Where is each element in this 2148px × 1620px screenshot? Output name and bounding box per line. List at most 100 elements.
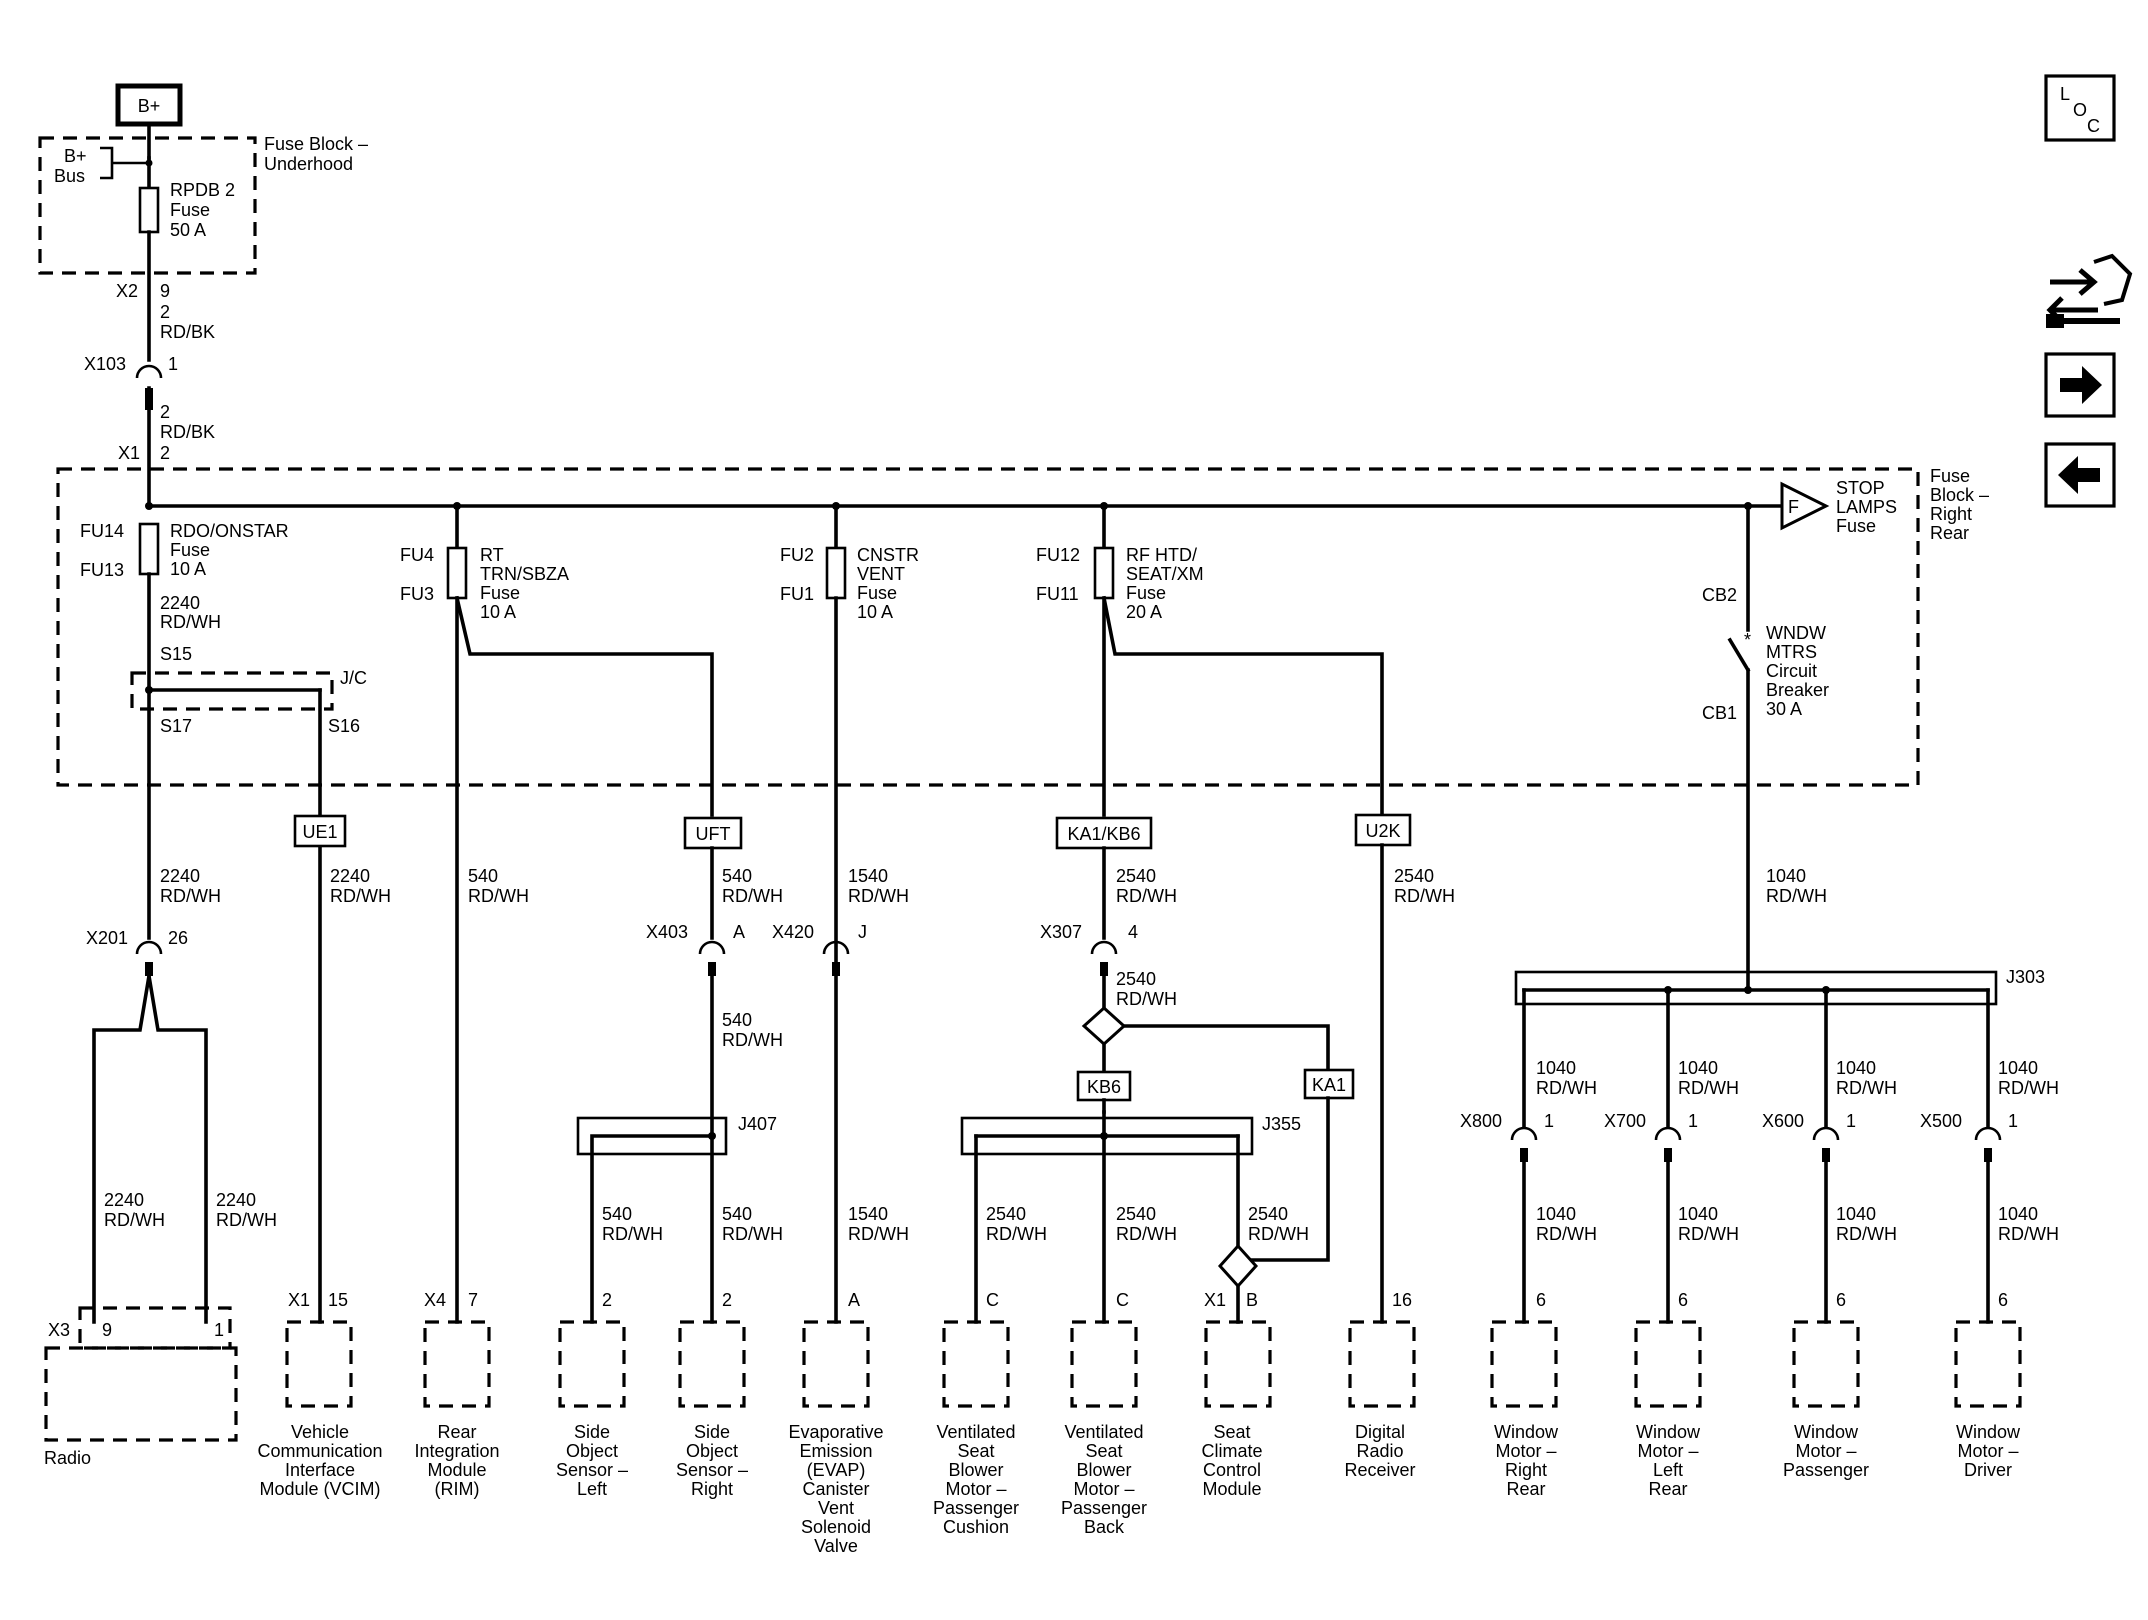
wire-2540-c-num: 2540 bbox=[986, 1204, 1026, 1224]
wire-2240-e-color: RD/WH bbox=[216, 1210, 277, 1230]
cnstr-label4: 10 A bbox=[857, 602, 893, 622]
wire-1040-d-num: 1040 bbox=[1998, 1058, 2038, 1078]
wmp-label1: Window bbox=[1794, 1422, 1859, 1442]
x800-label: X800 bbox=[1460, 1111, 1502, 1131]
wire-1040-g-num: 1040 bbox=[1836, 1204, 1876, 1224]
vcim-label4: Module (VCIM) bbox=[259, 1479, 380, 1499]
fuse-cnstr-vent bbox=[825, 546, 847, 600]
component-side-object-sensor-right: 2 Side Object Sensor – Right bbox=[676, 1290, 748, 1499]
wire-1540-b-color: RD/WH bbox=[848, 1224, 909, 1244]
arrow-right-icon[interactable] bbox=[2044, 352, 2116, 418]
sosl-label2: Object bbox=[566, 1441, 618, 1461]
rt-label3: Fuse bbox=[480, 583, 520, 603]
x700-label: X700 bbox=[1604, 1111, 1646, 1131]
vsb-label4: Motor – bbox=[1073, 1479, 1134, 1499]
fuse-block-right-rear-outline bbox=[56, 467, 1920, 787]
bplus-bus-line2: Bus bbox=[54, 166, 85, 186]
fu3-label: FU3 bbox=[400, 584, 434, 604]
x500-label: X500 bbox=[1920, 1111, 1962, 1131]
wire-1040-r-color: RD/WH bbox=[1536, 1078, 1597, 1098]
scc-label2: Climate bbox=[1201, 1441, 1262, 1461]
x800-pin: 1 bbox=[1544, 1111, 1554, 1131]
fuse-rf-htd-seat bbox=[1093, 546, 1115, 600]
component-digital-radio-receiver: 16 Digital Radio Receiver bbox=[1344, 1290, 1416, 1480]
wire-1040-d-color: RD/WH bbox=[1998, 1078, 2059, 1098]
arrow-left-icon[interactable] bbox=[2044, 442, 2116, 508]
vcim-pin: 15 bbox=[328, 1290, 348, 1310]
wire-1540-a-num: 1540 bbox=[848, 866, 888, 886]
x2-pin: 9 bbox=[160, 281, 170, 301]
j407-label: J407 bbox=[738, 1114, 777, 1134]
circuit-breaker-switch bbox=[1727, 637, 1751, 673]
x420-pin: J bbox=[858, 922, 867, 942]
wire-2540-d-color: RD/WH bbox=[1116, 1224, 1177, 1244]
wire-mid-color: RD/BK bbox=[160, 422, 215, 442]
wire-1040-a-num: 1040 bbox=[1766, 866, 1806, 886]
wire-top-num: 2 bbox=[160, 302, 170, 322]
vsc-label2: Seat bbox=[957, 1441, 994, 1461]
wire-540-d-color: RD/WH bbox=[602, 1224, 663, 1244]
option-kb6 bbox=[1076, 1070, 1132, 1102]
wire-2540-d-num: 2540 bbox=[1116, 1204, 1156, 1224]
vsb-label3: Blower bbox=[1076, 1460, 1131, 1480]
x420-connector bbox=[822, 940, 850, 955]
wire-540-a-num: 540 bbox=[468, 866, 498, 886]
loc-icon[interactable]: L O C bbox=[2044, 74, 2116, 142]
wire-540-c-num: 540 bbox=[722, 1010, 752, 1030]
wire-top-color: RD/BK bbox=[160, 322, 215, 342]
rf-label1: RF HTD/ bbox=[1126, 545, 1197, 565]
loc-icon-c: C bbox=[2087, 116, 2100, 136]
stop-lamps-f: F bbox=[1788, 497, 1799, 517]
vsb-label2: Seat bbox=[1085, 1441, 1122, 1461]
scc-conn-label: X1 bbox=[1204, 1290, 1226, 1310]
component-seat-climate-control: X1 B Seat Climate Control Module bbox=[1201, 1290, 1272, 1499]
drr-label3: Receiver bbox=[1344, 1460, 1415, 1480]
bplus-label: B+ bbox=[138, 96, 161, 116]
evap-label4: Canister bbox=[802, 1479, 869, 1499]
wmp-label3: Passenger bbox=[1783, 1460, 1869, 1480]
vsb-label1: Ventilated bbox=[1064, 1422, 1143, 1442]
wire-1040-p-num: 1040 bbox=[1836, 1058, 1876, 1078]
wire-1040-f-num: 1040 bbox=[1678, 1204, 1718, 1224]
wndw-label5: 30 A bbox=[1766, 699, 1802, 719]
wire-1040-e-num: 1040 bbox=[1536, 1204, 1576, 1224]
wndw-label1: WNDW bbox=[1766, 623, 1826, 643]
s17-label: S17 bbox=[160, 716, 192, 736]
scc-label1: Seat bbox=[1213, 1422, 1250, 1442]
sosr-label4: Right bbox=[691, 1479, 733, 1499]
fbrr-label1: Fuse bbox=[1930, 466, 1970, 486]
vsb-pin: C bbox=[1116, 1290, 1129, 1310]
rdo-label3: 10 A bbox=[170, 559, 206, 579]
option-ka1 bbox=[1303, 1068, 1355, 1100]
evap-label1: Evaporative bbox=[788, 1422, 883, 1442]
loc-icon-o: O bbox=[2073, 100, 2087, 120]
wndw-label2: MTRS bbox=[1766, 642, 1817, 662]
harness-icon[interactable] bbox=[2046, 253, 2133, 328]
component-side-object-sensor-left: 2 Side Object Sensor – Left bbox=[556, 1290, 628, 1499]
wire-2240-d-num: 2240 bbox=[104, 1190, 144, 1210]
radio-label: Radio bbox=[44, 1448, 91, 1468]
cnstr-label2: VENT bbox=[857, 564, 905, 584]
vcim-label3: Interface bbox=[285, 1460, 355, 1480]
wmlr-pin: 6 bbox=[1678, 1290, 1688, 1310]
x700-pin: 1 bbox=[1688, 1111, 1698, 1131]
wire-1040-h-color: RD/WH bbox=[1998, 1224, 2059, 1244]
vsc-label4: Motor – bbox=[945, 1479, 1006, 1499]
wire-540-e-color: RD/WH bbox=[722, 1224, 783, 1244]
fuse-block-underhood-line2: Underhood bbox=[264, 154, 353, 174]
component-vcim: X1 15 Vehicle Communication Interface Mo… bbox=[257, 1290, 382, 1499]
wmrr-pin: 6 bbox=[1536, 1290, 1546, 1310]
wire-2240-d-color: RD/WH bbox=[104, 1210, 165, 1230]
wmlr-label2: Motor – bbox=[1637, 1441, 1698, 1461]
fbrr-label3: Right bbox=[1930, 504, 1972, 524]
option-uft-label: UFT bbox=[696, 824, 731, 844]
wmrr-label2: Motor – bbox=[1495, 1441, 1556, 1461]
x600-connector bbox=[1812, 1126, 1840, 1141]
drr-pin: 16 bbox=[1392, 1290, 1412, 1310]
x420-label: X420 bbox=[772, 922, 814, 942]
wire-1040-p-color: RD/WH bbox=[1836, 1078, 1897, 1098]
wire-1540-b-num: 1540 bbox=[848, 1204, 888, 1224]
fbrr-label2: Block – bbox=[1930, 485, 1989, 505]
scc-label3: Control bbox=[1203, 1460, 1261, 1480]
vsc-label3: Blower bbox=[948, 1460, 1003, 1480]
